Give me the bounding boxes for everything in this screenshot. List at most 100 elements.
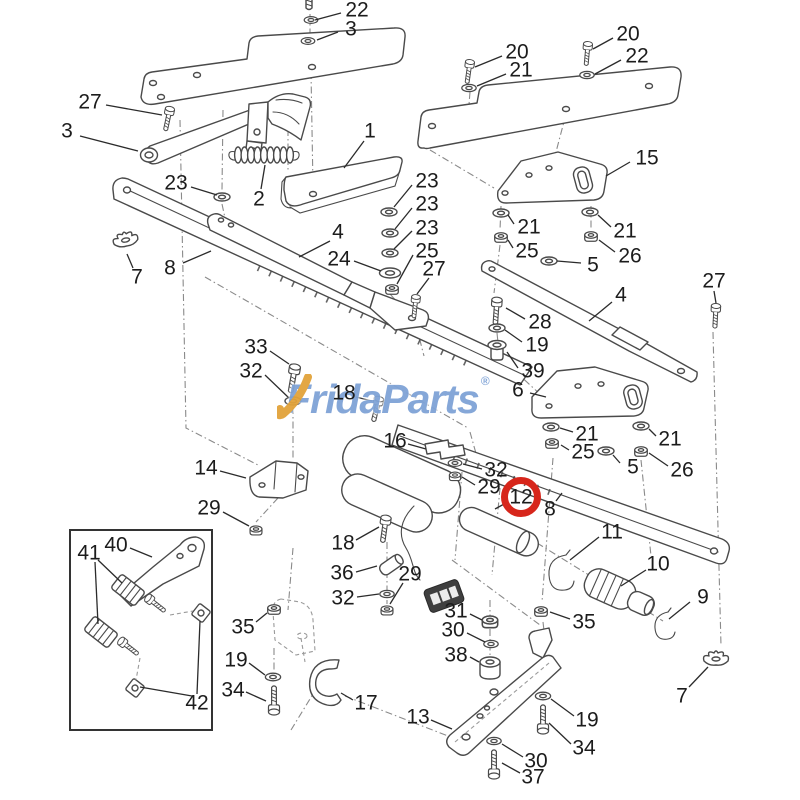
part-42-nut (125, 678, 145, 698)
leader-line (569, 536, 600, 561)
callout-34: 34 (221, 678, 245, 702)
leader-line (507, 239, 514, 249)
callout-14: 14 (194, 456, 218, 480)
callout-4: 4 (332, 220, 344, 244)
part-42-nut (191, 603, 211, 623)
leader-line (505, 307, 526, 320)
part-23-washer (380, 207, 398, 217)
callout-7: 7 (131, 265, 143, 289)
callout-42: 42 (185, 691, 209, 715)
part-21-washer (542, 422, 560, 432)
callout-11: 11 (601, 520, 623, 544)
leader-line (416, 277, 430, 295)
callout-leader-lines (79, 12, 717, 774)
part-21-washer (461, 83, 477, 93)
part-6-bracket (531, 366, 649, 419)
part-1-plate (280, 156, 403, 214)
leader-line (222, 511, 250, 527)
callout-1: 1 (364, 119, 376, 143)
leader-line (343, 140, 365, 169)
leader-line (97, 559, 123, 584)
leader-line (393, 184, 413, 208)
leader-line (549, 611, 571, 620)
callout-3: 3 (61, 119, 73, 143)
leader-line (340, 692, 354, 701)
part-23-washer (381, 248, 399, 258)
callout-5: 5 (627, 455, 639, 479)
callout-15: 15 (635, 146, 659, 170)
leader-line (260, 164, 266, 190)
leader-line (196, 620, 201, 695)
bolt-top-partial (305, 0, 313, 11)
callout-7: 7 (676, 684, 688, 708)
part-32-washer (284, 396, 302, 406)
part-34-bolt (267, 685, 281, 716)
part-27-bolt (160, 105, 176, 133)
fasteners (111, 0, 730, 780)
leader-line (592, 37, 614, 50)
callout-25: 25 (571, 440, 595, 464)
callout-8: 8 (164, 256, 176, 280)
part-30-washer (483, 639, 499, 649)
ghost-bracket (272, 598, 316, 663)
leader-line (182, 250, 212, 264)
part-5-washer (540, 256, 558, 266)
leader-line (469, 656, 480, 663)
part-36-standoff (378, 553, 404, 576)
part-7-clip (702, 650, 730, 666)
callout-25: 25 (415, 239, 439, 263)
part-38-bushing (479, 656, 501, 680)
callout-27: 27 (422, 257, 446, 281)
callout-29: 29 (398, 562, 422, 586)
leader-line (407, 443, 427, 450)
part-25-nut (494, 232, 508, 243)
callout-22: 22 (345, 0, 369, 22)
leader-line (688, 666, 709, 688)
leader-line (529, 392, 547, 398)
part-31-nut (481, 615, 499, 629)
callout-10: 10 (646, 552, 670, 576)
callout-3: 3 (345, 17, 357, 41)
part-20-bolt (581, 40, 594, 67)
leader-line (396, 254, 414, 285)
callout-23: 23 (415, 216, 439, 240)
callout-25: 25 (515, 239, 539, 263)
leader-line (504, 329, 523, 343)
part-14-bracket (249, 460, 309, 499)
part-19-washer (534, 691, 552, 701)
part-29-nut (380, 605, 394, 616)
callout-32: 32 (484, 458, 508, 482)
part-19-washer (264, 672, 282, 682)
callout-24: 24 (327, 247, 351, 271)
callout-22: 22 (625, 44, 649, 68)
callout-21: 21 (658, 427, 682, 451)
leader-line (356, 593, 380, 598)
leader-line (190, 186, 218, 196)
callout-18: 18 (331, 531, 355, 555)
leader-line (713, 290, 717, 304)
part-28-bolt (489, 296, 503, 326)
part-21-washer (581, 207, 599, 217)
callout-32: 32 (331, 586, 355, 610)
leader-line (620, 569, 647, 587)
callout-5: 5 (587, 253, 599, 277)
part-rear-plate-left (140, 27, 406, 106)
leader-line (501, 743, 524, 758)
part-9-clamp-ring (654, 607, 676, 640)
callout-34: 34 (572, 736, 596, 760)
leader-line (264, 374, 290, 399)
callout-35: 35 (231, 615, 255, 639)
callout-13: 13 (406, 705, 430, 729)
callout-30: 30 (441, 618, 465, 642)
part-3-washer (300, 37, 316, 45)
leader-line (316, 31, 339, 41)
leader-line (126, 253, 134, 269)
part-18-bolt (376, 513, 393, 544)
callout-27: 27 (78, 90, 102, 114)
callout-26: 26 (618, 244, 642, 268)
callout-28: 28 (528, 310, 552, 334)
callout-29: 29 (197, 496, 221, 520)
leader-line (469, 613, 483, 621)
leader-line (560, 444, 570, 451)
